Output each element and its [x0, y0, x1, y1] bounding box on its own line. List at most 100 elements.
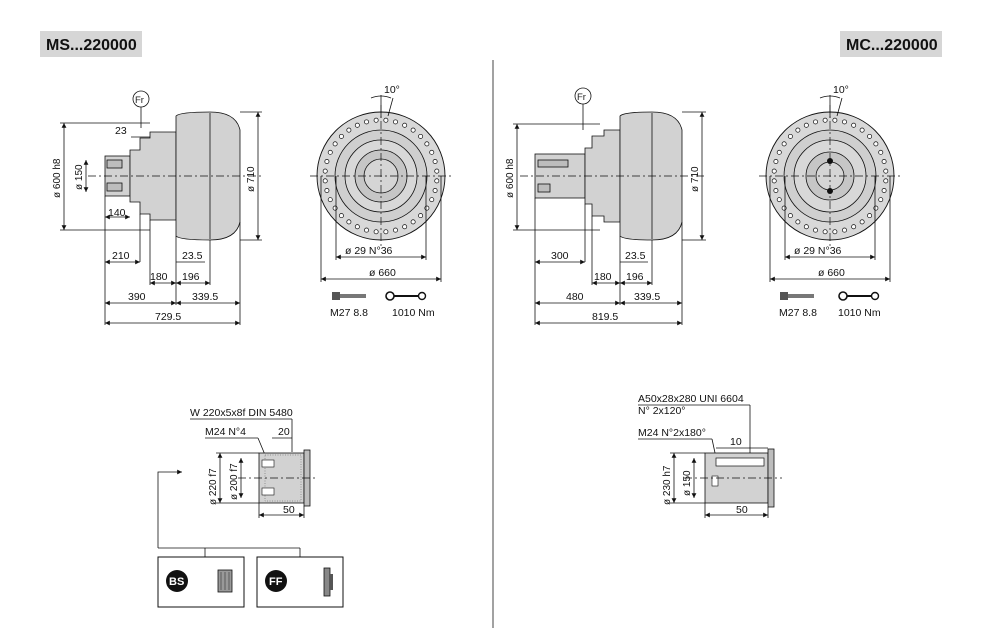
- bolt-hole: [867, 213, 873, 219]
- bolt-hole: [832, 229, 838, 235]
- bolt-hole: [773, 188, 779, 193]
- svg-text:196: 196: [182, 271, 200, 283]
- svg-text:M27 8.8: M27 8.8: [330, 307, 368, 319]
- svg-text:ø 29 N°36: ø 29 N°36: [345, 245, 393, 257]
- bolt-hole: [429, 149, 435, 155]
- mc-bolt-spec: M27 8.8: [779, 292, 817, 319]
- bolt-hole: [324, 188, 330, 193]
- svg-text:ø 230 h7: ø 230 h7: [662, 465, 673, 505]
- svg-text:23: 23: [115, 125, 127, 137]
- svg-text:10: 10: [730, 436, 742, 448]
- bolt-hole: [883, 178, 889, 184]
- bolt-hole: [878, 197, 884, 203]
- wrench-icon: [838, 291, 880, 301]
- svg-text:ø 710: ø 710: [246, 166, 257, 192]
- bolt-hole: [429, 197, 435, 203]
- bs-badge: [166, 570, 188, 592]
- bolt-hole: [402, 224, 408, 230]
- bolt-hole: [383, 229, 389, 235]
- bolt-hole: [410, 219, 416, 225]
- bolt-hole: [851, 122, 857, 128]
- bolt-hole: [346, 219, 352, 225]
- svg-text:ø 660: ø 660: [818, 267, 845, 279]
- bolt-hole: [424, 205, 430, 211]
- svg-text:10°: 10°: [833, 84, 849, 96]
- bolt-hole: [771, 168, 777, 174]
- fr-symbol: Fr: [574, 87, 592, 130]
- bolt-hole: [322, 178, 328, 184]
- bolt-hole: [327, 197, 333, 203]
- svg-text:ø 29 N°36: ø 29 N°36: [794, 245, 842, 257]
- mc-side-view: Fr ø 600 h8 ø 710 300 23.5 180: [505, 87, 706, 326]
- bolt-hole: [327, 149, 333, 155]
- ff-badge: [265, 570, 287, 592]
- bolt-hole: [873, 205, 879, 211]
- mc-front-view: 10° ø 29 N°36 ø 660: [759, 84, 901, 282]
- bolt-hole: [867, 133, 873, 139]
- bolt-hole: [364, 227, 369, 233]
- option-ff[interactable]: FF: [256, 556, 344, 608]
- bolt-hole: [776, 149, 782, 155]
- svg-text:480: 480: [566, 291, 584, 303]
- svg-text:23.5: 23.5: [182, 250, 203, 262]
- svg-text:ø 150: ø 150: [74, 164, 85, 190]
- bolt-hole: [324, 159, 330, 164]
- tag-left: MS...220000: [40, 31, 142, 57]
- svg-text:140: 140: [108, 207, 126, 219]
- bolt-hole: [842, 227, 847, 233]
- svg-text:196: 196: [626, 271, 644, 283]
- bolt-hole: [842, 119, 847, 125]
- bolt-hole: [851, 224, 857, 230]
- wrench-icon: [385, 291, 427, 301]
- bolt-hole: [773, 159, 779, 164]
- svg-text:ø 220 f7: ø 220 f7: [208, 468, 219, 505]
- bolt-hole: [878, 149, 884, 155]
- svg-text:BS: BS: [169, 576, 184, 588]
- svg-text:M27 8.8: M27 8.8: [779, 307, 817, 319]
- svg-text:819.5: 819.5: [592, 311, 618, 323]
- svg-text:Fr: Fr: [577, 92, 586, 103]
- svg-text:50: 50: [283, 504, 295, 516]
- bolt-hole: [322, 168, 328, 174]
- svg-text:300: 300: [551, 250, 569, 262]
- option-bs[interactable]: BS: [157, 556, 245, 608]
- bolt-hole: [332, 141, 338, 147]
- bolt-hole: [418, 213, 424, 219]
- bolt-hole: [776, 197, 782, 203]
- ms-front-view: 10° ø 29 N°36 ø 660: [310, 84, 452, 282]
- bolt-hole: [364, 119, 369, 125]
- bolt-hole: [771, 178, 777, 184]
- ms-side-view: Fr ø 600 h8 ø 150 ø 710 23 140: [52, 90, 262, 326]
- bolt-hole: [338, 133, 344, 139]
- ms-torque: 1010 Nm: [392, 307, 435, 319]
- bolt-hole: [354, 224, 360, 230]
- bolt-hole: [787, 213, 793, 219]
- bolt-hole: [393, 119, 398, 125]
- bolt-hole: [393, 227, 398, 233]
- svg-text:MS...220000: MS...220000: [46, 37, 137, 54]
- bolt-hole: [881, 159, 887, 164]
- bolt-hole: [822, 117, 828, 123]
- svg-text:23.5: 23.5: [625, 250, 646, 262]
- fr-symbol: Fr: [132, 90, 150, 128]
- bolt-hole: [813, 119, 818, 125]
- ms-bolt-spec: M27 8.8: [330, 292, 368, 319]
- svg-text:M24 N°4: M24 N°4: [205, 426, 246, 438]
- svg-text:390: 390: [128, 291, 146, 303]
- svg-text:180: 180: [594, 271, 612, 283]
- svg-text:339.5: 339.5: [192, 291, 218, 303]
- bolt-hole: [373, 117, 379, 123]
- bolt-hole: [434, 168, 440, 174]
- tag-right: MC...220000: [840, 31, 942, 57]
- svg-text:210: 210: [112, 250, 130, 262]
- svg-text:FF: FF: [269, 576, 283, 588]
- bolt-hole: [338, 213, 344, 219]
- svg-text:180: 180: [150, 271, 168, 283]
- svg-text:ø 200 f7: ø 200 f7: [229, 463, 240, 500]
- bolt-hole: [795, 219, 801, 225]
- bolt-hole: [434, 178, 440, 184]
- bolt-hole: [873, 141, 879, 147]
- svg-text:ø 660: ø 660: [369, 267, 396, 279]
- bolt-hole: [432, 159, 438, 164]
